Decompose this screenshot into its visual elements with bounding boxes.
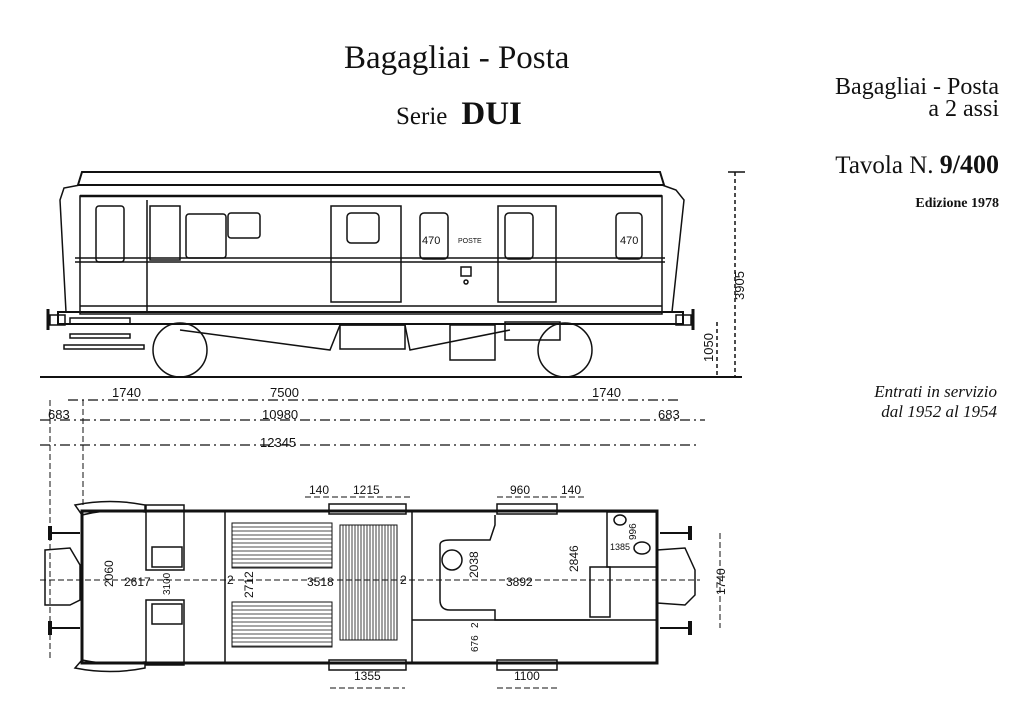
plan-view bbox=[40, 400, 721, 689]
room-dim-3100: 3100 bbox=[162, 572, 173, 595]
poste-label: POSTE bbox=[458, 238, 482, 245]
type-line-1: Bagagliai - Posta bbox=[835, 74, 999, 100]
room-dim-1385: 1385 bbox=[610, 542, 630, 552]
buffer-right-dim: 683 bbox=[658, 407, 680, 422]
window bbox=[419, 212, 449, 260]
coupler-left bbox=[44, 547, 81, 606]
page-title: Bagagliai - Posta bbox=[344, 40, 570, 76]
car-body bbox=[79, 195, 663, 315]
plan-labels: 140 1215 960 140 1355 1100 2060 2617 310… bbox=[102, 483, 728, 683]
room-dim-676: 676 bbox=[470, 635, 481, 652]
dim-top-140-left: 140 bbox=[309, 483, 329, 497]
dim-top-960: 960 bbox=[510, 483, 530, 497]
room-dim-2-left: 2 bbox=[227, 573, 234, 587]
room-dim-2060: 2060 bbox=[102, 560, 116, 587]
buffer-left bbox=[49, 314, 66, 326]
coupler-right bbox=[656, 547, 696, 606]
window-label-1: 470 bbox=[422, 235, 440, 247]
series-line: Serie DUI bbox=[396, 96, 522, 133]
overhang-left: 1740 bbox=[112, 385, 141, 400]
room-dim-2-mid: 2 bbox=[400, 573, 407, 587]
room-dim-2846: 2846 bbox=[567, 545, 581, 572]
toilet bbox=[606, 511, 658, 568]
serie-code: DUI bbox=[461, 96, 522, 132]
service-line-2: dal 1952 al 1954 bbox=[881, 402, 997, 421]
room-dim-3518: 3518 bbox=[307, 575, 334, 589]
room-dim-2712: 2712 bbox=[242, 571, 256, 598]
side-view bbox=[40, 171, 745, 446]
door-bottom-2 bbox=[496, 659, 558, 671]
buffer-left-dim: 683 bbox=[48, 407, 70, 422]
door-top-1 bbox=[328, 503, 407, 515]
underframe bbox=[57, 311, 684, 325]
room-dim-2038: 2038 bbox=[467, 551, 481, 578]
room-dim-2-bottom: 2 bbox=[470, 622, 481, 628]
type-line-2: a 2 assi bbox=[928, 96, 999, 122]
length-over-buffers: 12345 bbox=[260, 435, 296, 450]
buffer-right bbox=[675, 314, 692, 326]
door bbox=[497, 205, 557, 303]
height-total: 3905 bbox=[732, 271, 747, 300]
tavola-label: Tavola N. bbox=[835, 152, 934, 179]
door-bottom-1 bbox=[328, 659, 407, 671]
tavola: Tavola N. 9/400 bbox=[835, 150, 999, 180]
buffer-spacing: 1740 bbox=[714, 568, 728, 595]
wheel-left bbox=[152, 322, 208, 378]
height-floor: 1050 bbox=[701, 333, 716, 362]
overhang-right: 1740 bbox=[592, 385, 621, 400]
door bbox=[330, 205, 402, 303]
window bbox=[227, 212, 261, 239]
luggage-racks bbox=[231, 522, 398, 648]
body-length: 10980 bbox=[262, 407, 298, 422]
roof bbox=[76, 171, 666, 186]
wheel-right bbox=[537, 322, 593, 378]
dim-top-1215: 1215 bbox=[353, 483, 380, 497]
side-view-labels: 470 POSTE 470 3905 1050 1740 7500 1740 6… bbox=[48, 235, 747, 450]
edition: Edizione 1978 bbox=[915, 196, 999, 211]
room-dim-996: 996 bbox=[628, 523, 639, 540]
wheelbase: 7500 bbox=[270, 385, 299, 400]
service-line-1: Entrati in servizio bbox=[874, 382, 997, 401]
dim-bottom-1355: 1355 bbox=[354, 669, 381, 683]
dim-top-140-right: 140 bbox=[561, 483, 581, 497]
window-label-2: 470 bbox=[620, 235, 638, 247]
room-dim-2617: 2617 bbox=[124, 575, 151, 589]
tavola-number: 9/400 bbox=[939, 150, 999, 179]
serie-label: Serie bbox=[396, 103, 448, 130]
door-top-2 bbox=[496, 503, 558, 515]
window bbox=[615, 212, 643, 260]
plan-outline bbox=[80, 509, 659, 665]
room-dim-3892: 3892 bbox=[506, 575, 533, 589]
dim-bottom-1100: 1100 bbox=[514, 669, 540, 683]
